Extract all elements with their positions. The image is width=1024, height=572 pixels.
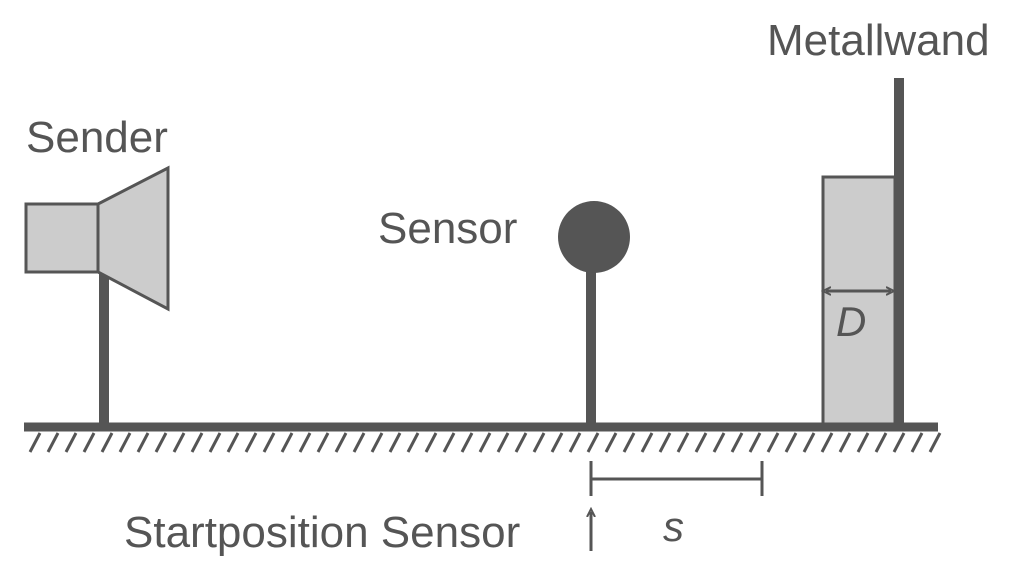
hatch-stroke — [262, 432, 276, 453]
hatch-stroke — [460, 432, 474, 453]
hatch-stroke — [424, 432, 438, 453]
start-position-label: Startposition Sensor — [124, 508, 520, 557]
hatch-stroke — [208, 432, 222, 453]
hatch-stroke — [910, 432, 924, 453]
hatch-stroke — [316, 432, 330, 453]
hatch-stroke — [28, 432, 42, 453]
hatch-stroke — [856, 432, 870, 453]
hatch-stroke — [496, 432, 510, 453]
hatch-stroke — [802, 432, 816, 453]
hatch-stroke — [820, 432, 834, 453]
sensor-ball — [558, 201, 630, 273]
hatch-stroke — [532, 432, 546, 453]
hatch-stroke — [550, 432, 564, 453]
sensor-label: Sensor — [378, 204, 517, 253]
absorber-block — [821, 175, 897, 426]
hatch-stroke — [622, 432, 636, 453]
hatch-stroke — [154, 432, 168, 453]
hatch-stroke — [388, 432, 402, 453]
hatch-stroke — [118, 432, 132, 453]
sender-box — [24, 202, 100, 274]
hatch-stroke — [730, 432, 744, 453]
sender-speaker — [24, 165, 170, 424]
hatch-stroke — [406, 432, 420, 453]
hatch-stroke — [568, 432, 582, 453]
hatch-stroke — [892, 432, 906, 453]
hatch-stroke — [280, 432, 294, 453]
distance-label: s — [663, 503, 684, 550]
hatch-stroke — [82, 432, 96, 453]
sender-label: Sender — [26, 113, 168, 162]
metal-wall — [821, 78, 904, 426]
hatch-stroke — [370, 432, 384, 453]
hatch-stroke — [748, 432, 762, 453]
hatch-stroke — [190, 432, 204, 453]
hatch-stroke — [100, 432, 114, 453]
hatch-stroke — [766, 432, 780, 453]
thickness-label: D — [836, 298, 866, 345]
hatch-stroke — [46, 432, 60, 453]
hatch-stroke — [676, 432, 690, 453]
sender-horn — [96, 165, 170, 312]
wall-label: Metallwand — [767, 16, 990, 65]
hatch-stroke — [784, 432, 798, 453]
hatch-stroke — [352, 432, 366, 453]
hatch-stroke — [478, 432, 492, 453]
hatch-stroke — [658, 432, 672, 453]
hatch-stroke — [64, 432, 78, 453]
sensor — [558, 201, 630, 424]
hatch-stroke — [874, 432, 888, 453]
hatch-stroke — [334, 432, 348, 453]
hatch-stroke — [604, 432, 618, 453]
hatch-stroke — [244, 432, 258, 453]
hatch-stroke — [298, 432, 312, 453]
ground-hatching — [28, 432, 942, 453]
hatch-stroke — [514, 432, 528, 453]
hatch-stroke — [694, 432, 708, 453]
distance-marker — [589, 461, 764, 496]
hatch-stroke — [928, 432, 942, 453]
hatch-stroke — [586, 432, 600, 453]
hatch-stroke — [136, 432, 150, 453]
hatch-stroke — [640, 432, 654, 453]
hatch-stroke — [712, 432, 726, 453]
hatch-stroke — [226, 432, 240, 453]
hatch-stroke — [172, 432, 186, 453]
hatch-stroke — [442, 432, 456, 453]
hatch-stroke — [838, 432, 852, 453]
